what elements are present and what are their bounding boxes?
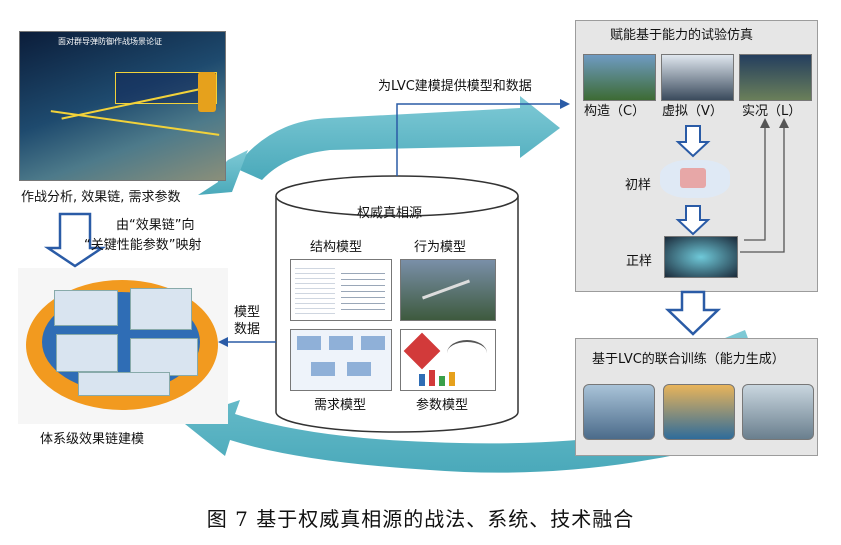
live-label: 实况（L） [742, 104, 802, 119]
constructive-thumb [583, 54, 656, 101]
battle-scenario-map: 面对群导弹防御作战场景论证 [19, 31, 226, 181]
training-thumb-2 [663, 384, 735, 440]
left-model-label: 体系级效果链建模 [40, 432, 145, 447]
prototype-cloud [660, 160, 730, 198]
capability-sim-title: 赋能基于能力的试验仿真 [610, 28, 754, 43]
parameter-model-label: 参数模型 [416, 398, 469, 413]
requirement-model-label: 需求模型 [314, 398, 367, 413]
lvc-supply-label: 为LVC建模提供模型和数据 [378, 79, 532, 94]
production-thumb [664, 236, 738, 278]
mapping-note-line2: “关键性能参数”映射 [84, 238, 202, 253]
authority-source-title: 权威真相源 [357, 206, 423, 221]
behavior-model-thumb [400, 259, 496, 321]
training-thumb-3 [742, 384, 814, 440]
behavior-model-label: 行为模型 [414, 240, 467, 255]
structure-model-thumb [290, 259, 392, 321]
training-thumb-1 [583, 384, 655, 440]
model-data-line2: 数据 [234, 322, 261, 337]
figure-caption: 图 7 基于权威真相源的战法、系统、技术融合 [206, 507, 635, 531]
map-title: 面对群导弹防御作战场景论证 [58, 37, 162, 46]
structure-model-label: 结构模型 [310, 240, 363, 255]
top-left-label: 作战分析, 效果链, 需求参数 [21, 190, 181, 205]
joint-training-title: 基于LVC的联合训练（能力生成） [592, 352, 785, 367]
model-data-line1: 模型 [234, 305, 261, 320]
effect-chain-model [18, 268, 228, 424]
live-thumb [739, 54, 812, 101]
constructive-label: 构造（C） [584, 104, 646, 119]
virtual-thumb [661, 54, 734, 101]
stage2-label: 正样 [626, 254, 653, 269]
virtual-label: 虚拟（V） [662, 104, 723, 119]
requirement-model-thumb [290, 329, 392, 391]
parameter-model-thumb [400, 329, 496, 391]
mapping-note-line1: 由“效果链”向 [116, 218, 195, 233]
stage1-label: 初样 [625, 178, 652, 193]
